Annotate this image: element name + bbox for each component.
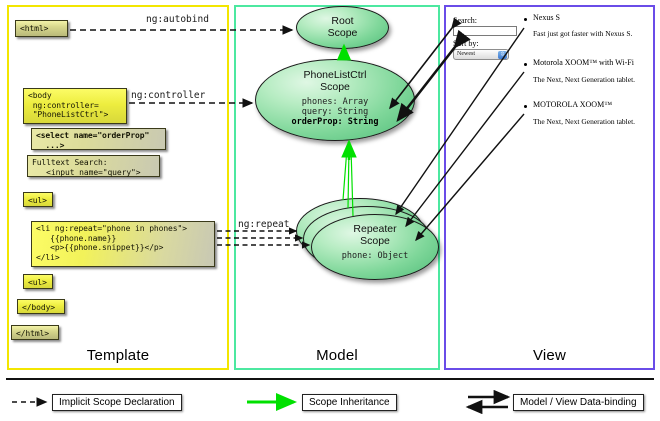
scope-phonelistctrl-title-2: Scope (320, 81, 350, 93)
list-bullet (524, 105, 527, 108)
template-box-li-repeat: <li ng:repeat="phone in phones"> {{phone… (31, 221, 215, 267)
template-box-ul-close: <ul> (23, 274, 53, 289)
scope-root-title-2: Scope (327, 27, 358, 39)
template-box-html-close: </html> (11, 325, 59, 340)
chevron-down-icon: ⇳ (498, 51, 507, 59)
edge-label-controller: ng:controller (131, 90, 206, 101)
template-box-ul-open: <ul> (23, 192, 53, 207)
edge-label-repeat: ng:repeat (238, 219, 290, 230)
panel-template-title: Template (86, 347, 150, 364)
template-box-fulltext-search: Fulltext Search: <input name="query"> (27, 155, 160, 177)
panel-view-title: View (532, 347, 567, 364)
panel-template: Template (7, 5, 229, 370)
phone-name[interactable]: MOTOROLA XOOM™ (533, 100, 613, 109)
phone-snippet: The Next, Next Generation tablet. (533, 75, 636, 84)
scope-repeater-prop-phone: phone: Object (341, 251, 409, 261)
legend-scope-inheritance: Scope Inheritance (302, 394, 397, 411)
phone-snippet: Fast just got faster with Nexus S. (533, 29, 633, 38)
template-box-select: <select name="orderProp" ...> (31, 128, 166, 150)
template-box-body-close: </body> (17, 299, 65, 314)
sort-by-label: Sort by: (453, 39, 479, 48)
scope-repeater-title-2: Scope (360, 235, 390, 247)
scope-repeater-title-1: Repeater (353, 223, 397, 235)
panel-model-title: Model (316, 347, 358, 364)
search-label: Search: (453, 16, 477, 25)
sort-by-select[interactable]: Newest ⇳ (453, 49, 509, 60)
scope-phonelistctrl-prop-orderprop: orderProp: String (291, 117, 379, 127)
list-bullet (524, 18, 527, 21)
list-bullet (524, 63, 527, 66)
scope-root: Root Scope (296, 6, 389, 49)
scope-phonelistctrl-title-1: PhoneListCtrl (303, 69, 367, 81)
template-box-body-open: <body ng:controller= "PhoneListCtrl"> (23, 88, 127, 124)
phone-name[interactable]: Motorola XOOM™ with Wi-Fi (533, 58, 634, 67)
scope-repeater: Repeater Scope phone: Object (311, 214, 439, 280)
search-input[interactable] (453, 26, 517, 36)
scope-root-title-1: Root (331, 15, 354, 27)
phone-snippet: The Next, Next Generation tablet. (533, 117, 636, 126)
template-box-html-open: <html> (15, 20, 68, 37)
phone-name[interactable]: Nexus S (533, 13, 560, 22)
scope-phonelistctrl-prop-phones: phones: Array (301, 97, 369, 107)
legend-model-view-data-binding: Model / View Data-binding (513, 394, 644, 411)
scope-phonelistctrl-prop-query: query: String (301, 107, 369, 117)
legend-divider (6, 378, 654, 380)
sort-by-selected-value: Newest (457, 51, 475, 57)
legend-implicit-scope-declaration: Implicit Scope Declaration (52, 394, 182, 411)
scope-phonelistctrl: PhoneListCtrl Scope phones: Array query:… (255, 59, 415, 141)
edge-label-autobind: ng:autobind (146, 14, 209, 25)
